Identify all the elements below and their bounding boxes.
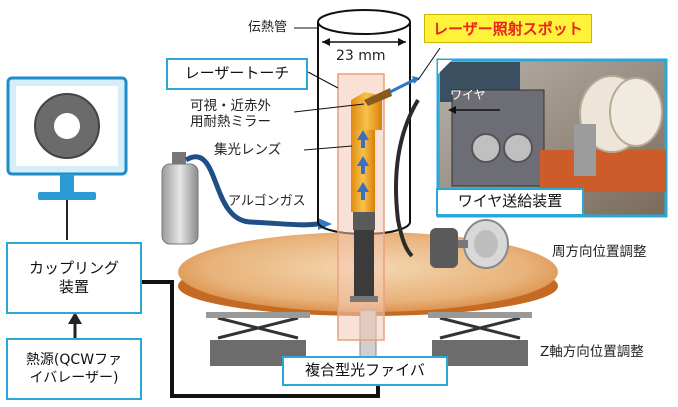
leader-lens	[303, 145, 353, 151]
circumferential-label: 周方向位置調整	[552, 244, 647, 260]
laser-torch-text: レーザートーチ	[184, 64, 290, 83]
coupling-line1: カップリング	[28, 258, 119, 277]
coupling-box: カップリング 装置	[6, 242, 142, 314]
wire-line	[394, 98, 420, 258]
leader-torch	[307, 71, 339, 89]
heat-source-box: 熱源(QCWファ イバレーザー)	[6, 338, 142, 400]
laser-spot-label: レーザー照射スポット	[424, 14, 592, 43]
feeder-motor	[430, 219, 509, 269]
wire-feeder-text: ワイヤ送給装置	[457, 192, 563, 211]
composite-fiber-text: 複合型光ファイバ	[305, 361, 425, 380]
mirror-line2: 用耐熱ミラー	[190, 114, 271, 131]
condenser-lens-label: 集光レンズ	[214, 142, 282, 158]
mirror-line1: 可視・近赤外	[190, 98, 271, 114]
scissor-jack-right	[428, 312, 532, 366]
laser-torch	[350, 88, 392, 302]
laser-torch-box: レーザートーチ	[166, 58, 308, 90]
argon-gas-label: アルゴンガス	[228, 194, 306, 209]
wire-feeder-box: ワイヤ送給装置	[436, 188, 584, 216]
leader-mirror	[293, 103, 365, 113]
heat-tube	[317, 9, 411, 235]
wire-label: ワイヤ	[450, 88, 486, 102]
gas-hose	[184, 154, 319, 228]
argon-bottle	[161, 152, 199, 245]
monitor-icon	[6, 76, 128, 200]
z-adjust-label: Z軸方向位置調整	[540, 344, 644, 360]
composite-fiber-box: 複合型光ファイバ	[282, 356, 448, 386]
heat-source-line2: イバレーザー)	[29, 370, 119, 386]
heat-source-line1: 熱源(QCWファ	[25, 351, 123, 368]
diameter-label: 23 mm	[336, 48, 386, 64]
coupling-line2: 装置	[58, 278, 89, 296]
heat-tube-label: 伝熱管	[248, 20, 288, 35]
fiber-line	[142, 280, 380, 398]
mirror-label: 可視・近赤外 用耐熱ミラー	[190, 98, 271, 130]
